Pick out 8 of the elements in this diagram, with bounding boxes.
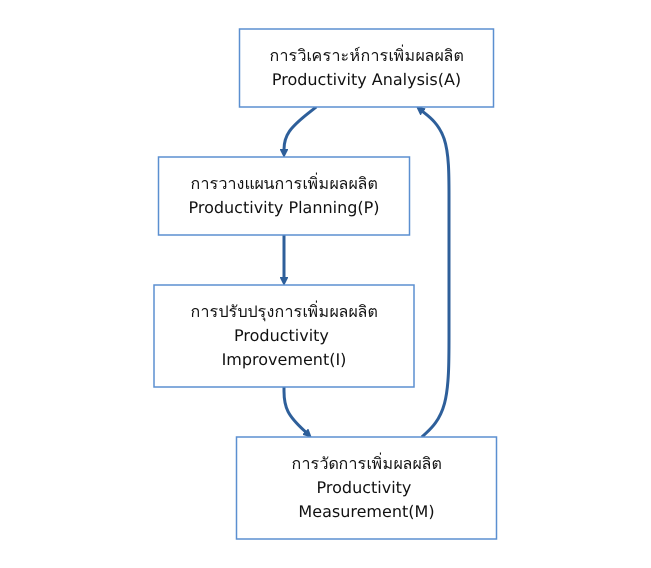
arrow <box>416 106 451 438</box>
node-box: การวางแผนการเพิ่มผลผลิต Productivity Planning(P) <box>158 156 410 236</box>
arrow <box>280 235 289 286</box>
node-box: การวิเคราะห์การเพิ่มผลผลิต Productivity Analysis(A) <box>239 28 494 108</box>
arrow <box>280 106 318 158</box>
node-box: การวัดการเพิ่มผลผลิต Productivity Measurement(M) <box>236 436 498 540</box>
arrow <box>282 387 312 438</box>
node-box: การปรับปรุงการเพิ่มผลผลิต Productivity Improvement(I) <box>154 284 415 388</box>
